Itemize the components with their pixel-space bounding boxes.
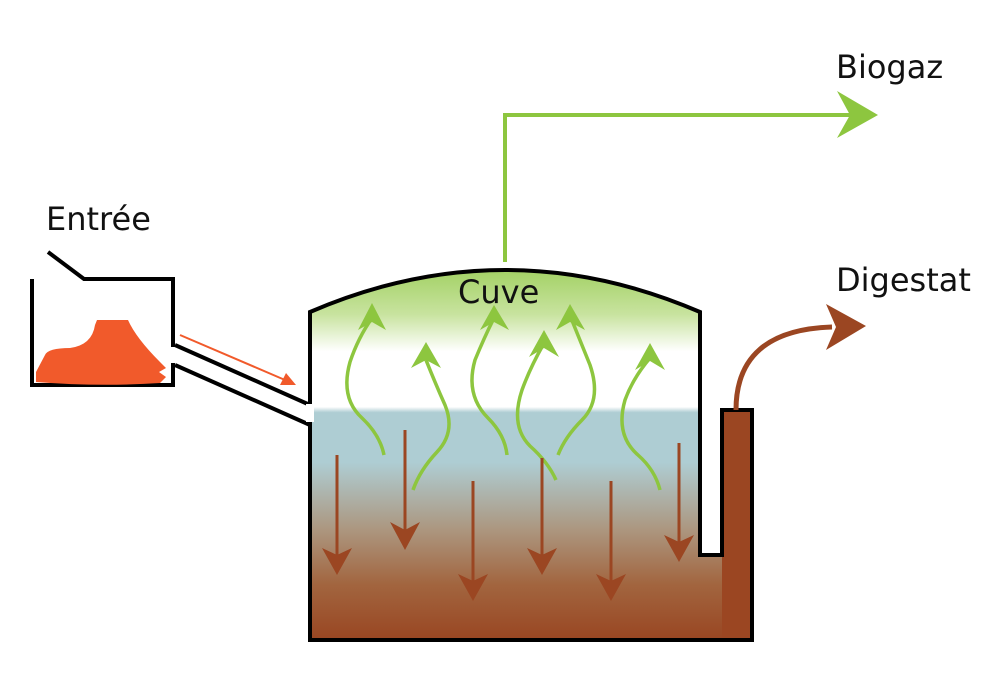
gas-arrow-5 <box>556 317 597 456</box>
sludge-arrowhead-3 <box>458 574 488 601</box>
tank-body <box>310 270 722 640</box>
inlet-pipe <box>174 343 314 427</box>
gas-arrow-2 <box>411 359 451 491</box>
gas-arrowhead-5 <box>556 304 585 330</box>
gas-arrow-3 <box>470 317 509 456</box>
gas-arrowhead-2 <box>411 342 441 368</box>
gas-bubble-arrows <box>345 316 662 491</box>
sludge-arrowhead-2 <box>390 522 420 550</box>
sludge-arrowheads <box>322 522 694 601</box>
tank-outline <box>308 268 754 642</box>
sludge-arrowhead-5 <box>596 574 626 601</box>
digestate-outlet-column <box>722 410 752 640</box>
label-input: Entrée <box>46 200 151 238</box>
gas-arrowhead-3 <box>480 305 509 330</box>
sludge-down-arrows <box>335 430 681 585</box>
sludge-arrowhead-6 <box>664 535 694 562</box>
input-hopper <box>30 250 175 387</box>
biogas-output-arrow <box>503 91 878 262</box>
gas-arrowhead-1 <box>358 303 386 330</box>
gas-arrowhead-6 <box>635 343 665 370</box>
gas-arrowheads <box>358 303 665 370</box>
feedstock-pile <box>36 320 166 385</box>
gas-arrowhead-4 <box>529 330 559 357</box>
label-tank: Cuve <box>458 273 539 311</box>
sludge-arrowhead-1 <box>322 548 352 575</box>
label-digestate: Digestat <box>836 261 971 299</box>
label-biogas: Biogaz <box>836 48 943 86</box>
sludge-arrowhead-4 <box>527 548 557 575</box>
gas-arrow-1 <box>345 316 386 456</box>
digestate-output-arrow <box>733 304 866 411</box>
gas-arrow-4 <box>515 344 558 481</box>
gas-arrow-6 <box>620 356 662 491</box>
feed-arrow <box>179 334 296 385</box>
